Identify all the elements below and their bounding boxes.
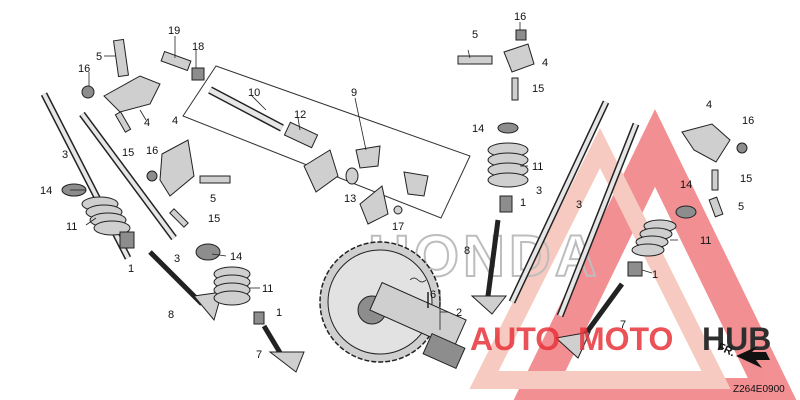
camshaft bbox=[369, 281, 467, 370]
callout-11a: 11 bbox=[66, 221, 77, 233]
callout-4d: 4 bbox=[706, 99, 712, 111]
callout-14b: 14 bbox=[230, 251, 242, 263]
callout-18: 18 bbox=[192, 41, 204, 53]
callout-16b: 16 bbox=[146, 145, 158, 157]
callout-8a: 8 bbox=[168, 309, 174, 321]
callout-14c: 14 bbox=[472, 123, 484, 135]
callout-15d: 15 bbox=[740, 173, 752, 185]
callout-5a: 5 bbox=[96, 51, 102, 63]
rocker-bolt-18-19 bbox=[160, 50, 205, 81]
callout-9: 9 bbox=[351, 87, 357, 99]
callout-4a: 4 bbox=[144, 117, 150, 129]
callout-12: 12 bbox=[294, 109, 306, 121]
callout-1b: 1 bbox=[276, 307, 282, 319]
callout-16c: 16 bbox=[514, 11, 526, 23]
callout-15a: 15 bbox=[122, 147, 134, 159]
camshaft-gear bbox=[319, 241, 441, 363]
callout-5b: 5 bbox=[210, 193, 216, 205]
callout-11c: 11 bbox=[532, 161, 543, 173]
callout-7a: 7 bbox=[256, 349, 262, 361]
rocker-arm-right bbox=[681, 123, 748, 218]
callout-3a: 3 bbox=[62, 149, 68, 161]
decompressor-spring bbox=[409, 277, 429, 308]
callout-4c: 4 bbox=[542, 57, 548, 69]
leader-lines bbox=[70, 22, 678, 330]
callout-1c: 1 bbox=[520, 197, 526, 209]
callout-19: 19 bbox=[168, 25, 180, 37]
logo-text-moto: MOTO bbox=[578, 321, 673, 357]
rocker-arm-right-top bbox=[457, 29, 535, 101]
logo-text-hub: HUB bbox=[702, 321, 771, 357]
callout-1d: 1 bbox=[652, 269, 658, 281]
callout-6: 6 bbox=[430, 289, 436, 301]
valve-spring-right bbox=[487, 122, 529, 213]
callout-labels: 5 16 4 15 19 18 10 12 9 3 16 4 5 15 14 1… bbox=[40, 11, 754, 361]
callout-4b: 4 bbox=[172, 115, 178, 127]
valve-spring-far-right bbox=[627, 205, 697, 277]
callout-17: 17 bbox=[392, 221, 404, 233]
callout-15c: 15 bbox=[532, 83, 544, 95]
valve-right bbox=[470, 219, 508, 315]
callout-5c: 5 bbox=[472, 29, 478, 41]
rocker-arm-mid bbox=[146, 139, 231, 228]
callout-14d: 14 bbox=[680, 179, 692, 191]
automotohub-logo: AUTO MOTO HUB bbox=[470, 321, 771, 357]
front-arrow-icon bbox=[736, 346, 770, 368]
callout-11b: 11 bbox=[262, 283, 273, 295]
kit-group-box bbox=[182, 65, 471, 219]
callout-3c: 3 bbox=[536, 185, 542, 197]
callout-16a: 16 bbox=[78, 63, 90, 75]
callout-14a: 14 bbox=[40, 185, 52, 197]
valve-far-right bbox=[554, 282, 625, 359]
logo-text-auto: AUTO bbox=[470, 321, 560, 357]
callout-8b: 8 bbox=[464, 245, 470, 257]
callout-1a: 1 bbox=[128, 263, 134, 275]
callout-7b: 7 bbox=[620, 319, 626, 331]
callout-16d: 16 bbox=[742, 115, 754, 127]
watermark-triangles bbox=[469, 109, 797, 400]
callout-3b: 3 bbox=[174, 253, 180, 265]
callout-2: 2 bbox=[456, 307, 462, 319]
callout-13: 13 bbox=[344, 193, 356, 205]
callout-3d: 3 bbox=[576, 199, 582, 211]
diagram-code: Z264E0900 bbox=[733, 384, 785, 395]
callout-10: 10 bbox=[248, 87, 260, 99]
rocker-shaft-kit bbox=[208, 86, 429, 225]
valve-spring-center bbox=[195, 243, 251, 306]
valve-center bbox=[253, 311, 305, 373]
callout-15b: 15 bbox=[208, 213, 220, 225]
callout-11d: 11 bbox=[700, 235, 711, 247]
callout-5d: 5 bbox=[738, 201, 744, 213]
rocker-arm-left bbox=[81, 38, 161, 133]
